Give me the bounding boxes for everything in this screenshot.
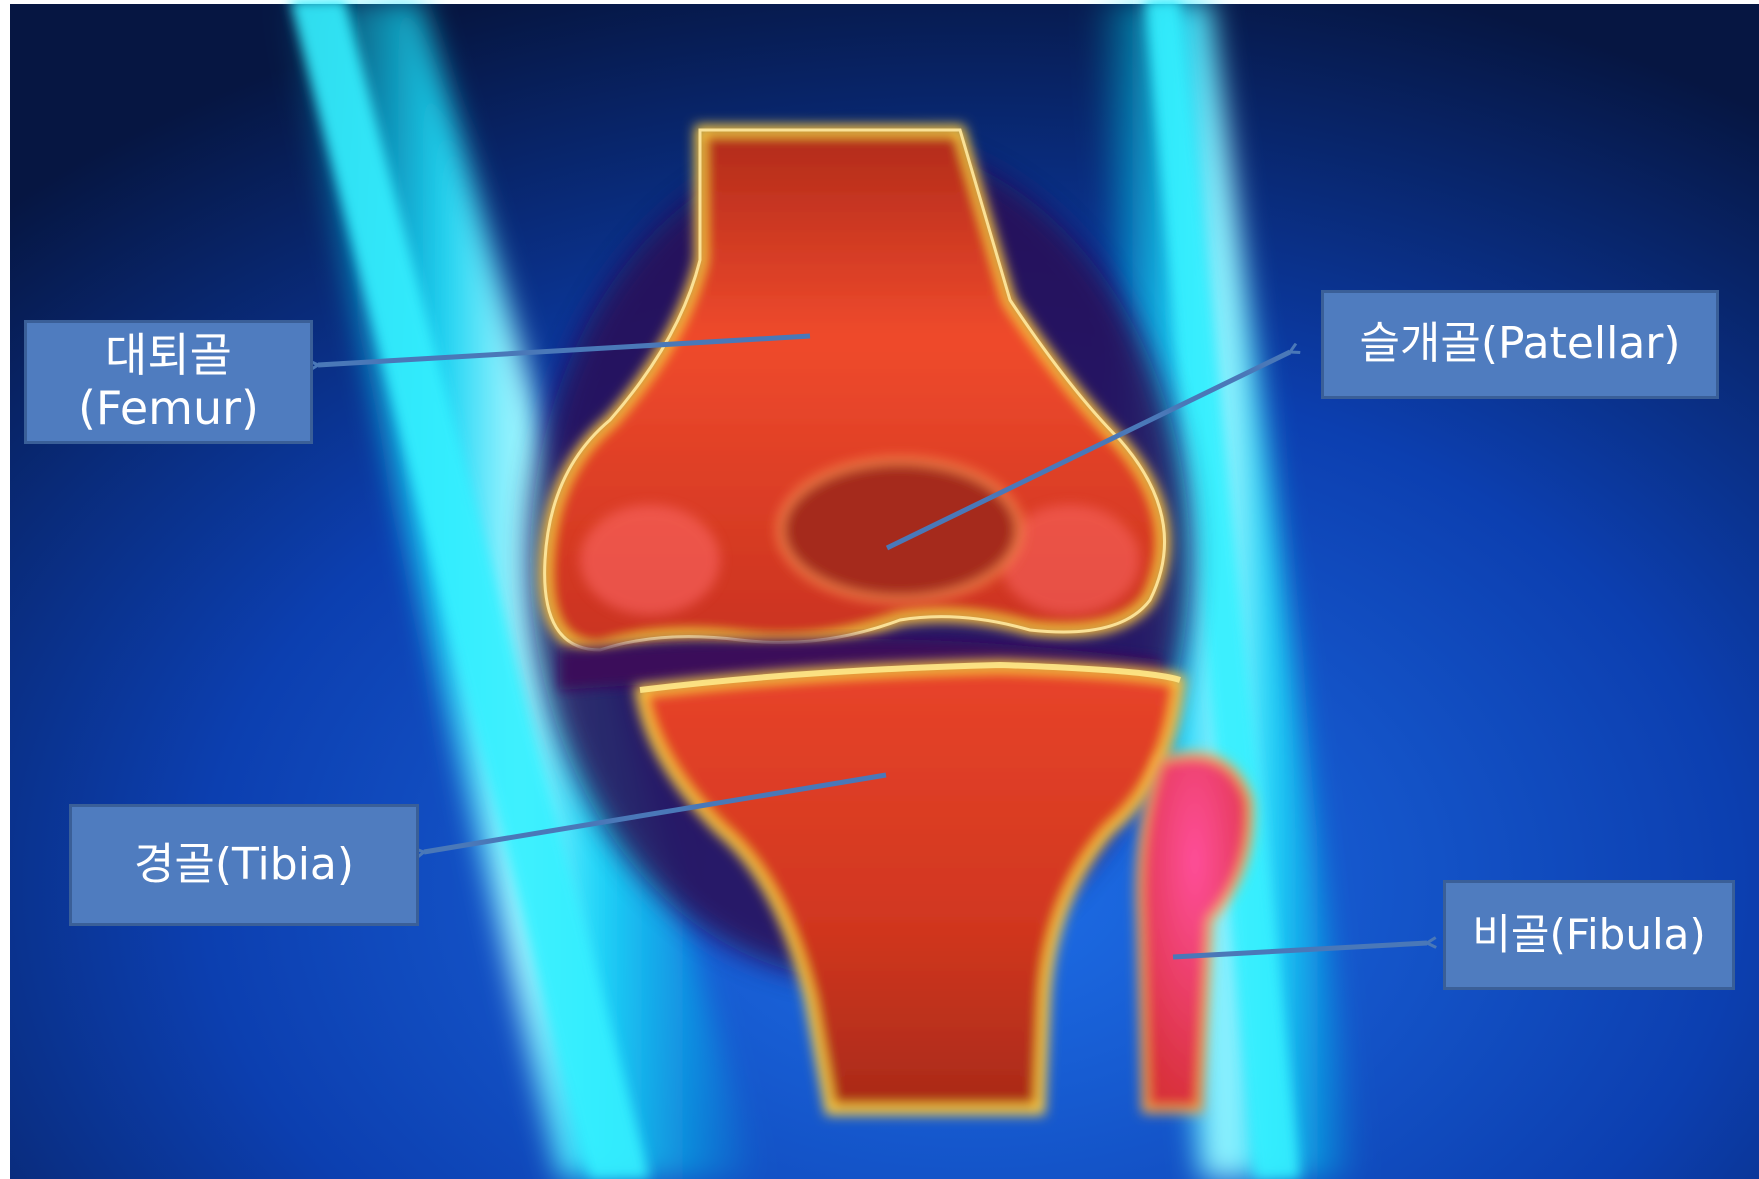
patella-label-text: 슬개골(Patellar) [1359,319,1680,370]
patella-bone [780,460,1020,600]
patella-label: 슬개골(Patellar) [1321,290,1719,399]
fibula-label: 비골(Fibula) [1443,880,1735,990]
fibula-label-text: 비골(Fibula) [1472,911,1706,959]
femur-label: 대퇴골 (Femur) [24,320,313,444]
femur-label-english: (Femur) [78,382,259,435]
femur-label-korean: 대퇴골 [105,329,232,382]
tibia-label-text: 경골(Tibia) [134,840,354,891]
tibia-label: 경골(Tibia) [69,804,419,926]
